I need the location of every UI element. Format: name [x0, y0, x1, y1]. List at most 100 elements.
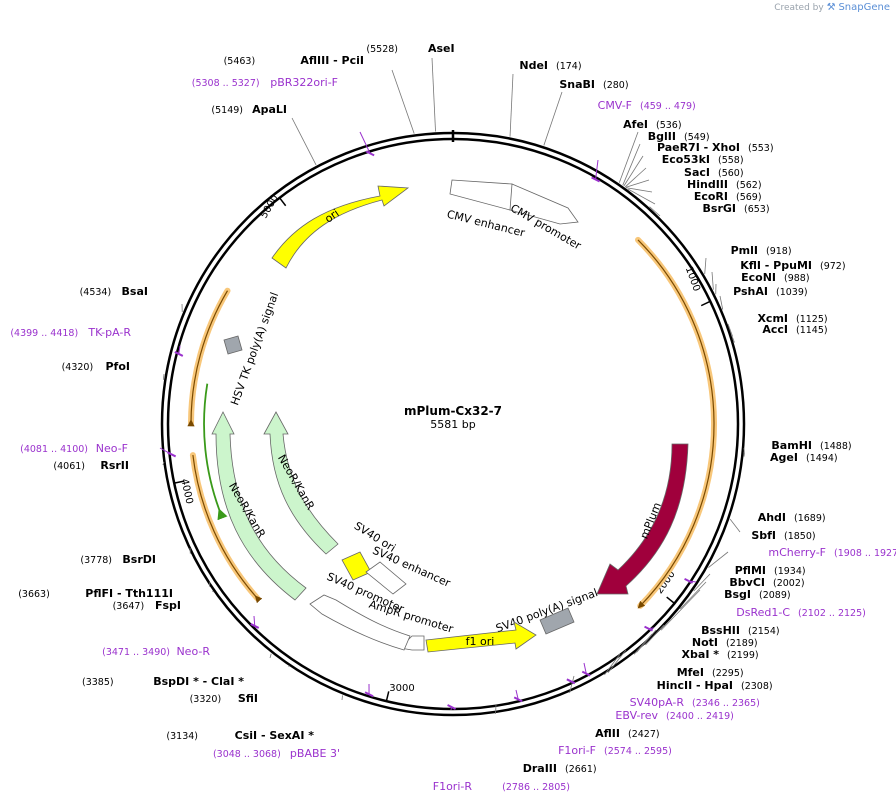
feature-shape — [399, 635, 425, 651]
primer-cmv-f[interactable]: CMV-F(459 .. 479) — [591, 99, 696, 183]
site-saci[interactable]: SacI(560) — [625, 166, 744, 188]
site-bsgi[interactable]: BsgI(2089) — [660, 588, 791, 631]
site-bsrdi[interactable]: (3778)BsrDI — [80, 547, 191, 566]
primer-mark — [644, 625, 653, 632]
site-name: ApaLI — [252, 103, 287, 116]
site-bsai[interactable]: (4534)BsaI — [80, 285, 183, 313]
site-position: (2308) — [741, 681, 773, 692]
site-csii-sexai-[interactable]: (3134)CsiI - SexAI * — [166, 695, 343, 742]
primer-ebv-rev[interactable]: EBV-rev(2400 .. 2419) — [566, 678, 734, 722]
site-hindiii[interactable]: HindIII(562) — [626, 178, 762, 193]
site-pmli[interactable]: PmlI(918) — [704, 244, 792, 275]
site-draiii[interactable]: DraIII(2661) — [495, 704, 597, 775]
site-position: (4534) — [80, 287, 112, 298]
site-pfoi[interactable]: (4320)PfoI — [62, 360, 165, 380]
site-leader — [626, 187, 653, 193]
site-name: RsrII — [100, 459, 129, 472]
tick-label: 5000 — [259, 193, 281, 221]
feature-shape — [223, 335, 243, 355]
primer-position: (4399 .. 4418) — [10, 328, 78, 339]
site-leader — [618, 131, 639, 183]
site-pflmi[interactable]: PflMI(1934) — [693, 564, 806, 592]
site-bglii[interactable]: BglII(549) — [622, 130, 710, 186]
primer-tk-pa-r[interactable]: (4399 .. 4418)TK-pA-R — [10, 326, 184, 357]
site-position: (1494) — [806, 453, 838, 464]
primer-neo-f[interactable]: (4081 .. 4100)Neo-F — [20, 442, 177, 458]
site-paer7i-xhoi[interactable]: PaeR7I - XhoI(553) — [623, 141, 774, 187]
site-hincii-hpai[interactable]: HincII - HpaI(2308) — [604, 653, 773, 692]
site-sbfi[interactable]: SbfI(1850) — [708, 529, 816, 568]
site-ahdi[interactable]: AhdI(1689) — [729, 511, 826, 533]
site-bspdi-clai-[interactable]: (3385)BspDI * - ClaI * — [82, 653, 272, 688]
site-rsrii[interactable]: (4061) RsrII — [53, 459, 165, 472]
site-leader — [607, 649, 627, 673]
site-position: (1145) — [796, 325, 828, 336]
site-leader — [727, 323, 733, 337]
site-position: (553) — [748, 143, 774, 154]
primer-dsred1-c[interactable]: DsRed1-C(2102 .. 2125) — [644, 606, 866, 632]
primer-f1ori-f[interactable]: F1ori-F (2574 .. 2595) — [513, 689, 672, 757]
site-ndei[interactable]: NdeI(174) — [509, 59, 582, 137]
site-position: (174) — [556, 61, 582, 72]
orf-arc-left-upper — [188, 287, 231, 426]
site-bsrgi[interactable]: BsrGI(653) — [649, 202, 770, 217]
site-mfei[interactable]: MfeI(2295) — [607, 649, 744, 679]
primer-sv40pa-r[interactable]: SV40pA-R(2346 .. 2365) — [581, 662, 760, 709]
site-noti[interactable]: NotI(2189) — [636, 629, 758, 653]
site-pflfi-tth111i[interactable]: (3663)PflFI - Tth111I — [18, 581, 211, 600]
site-position: (1125) — [796, 314, 828, 325]
site-pshai[interactable]: PshAI(1039) — [719, 285, 808, 310]
site-xcmi[interactable]: XcmI(1125) — [727, 312, 828, 337]
site-bbvci[interactable]: BbvCI(2002) — [679, 576, 805, 610]
site-position: (3778) — [80, 555, 112, 566]
feature-ori: ori — [271, 185, 410, 269]
site-sfii[interactable]: (3320)SfiI — [190, 665, 291, 705]
orf-arc-left-lower-line — [192, 455, 263, 604]
site-acci[interactable]: AccI(1145) — [731, 323, 828, 343]
site-aflii[interactable]: AflII(2427) — [569, 675, 660, 740]
primer-mark — [684, 577, 694, 584]
site-position: (3663) — [18, 589, 50, 600]
site-leader — [162, 373, 165, 380]
site-leader — [660, 589, 701, 631]
site-afliii-pcii[interactable]: (5463)AflIII - PciI — [224, 54, 415, 134]
site-fspi[interactable]: (3647)FspI — [113, 590, 215, 612]
primer-position: (4081 .. 4100) — [20, 444, 88, 455]
primer-name: F1ori-F — [558, 744, 596, 757]
primer-leader — [359, 131, 371, 154]
site-leader — [624, 167, 647, 188]
site-eco53ki[interactable]: Eco53kI(558) — [624, 153, 744, 188]
site-kfli-ppumi[interactable]: KflI - PpuMI(972) — [711, 259, 846, 290]
site-xbai-[interactable]: XbaI *(2199) — [633, 633, 759, 661]
tick-label: 4000 — [178, 478, 194, 505]
primer-f1ori-r[interactable]: (2786 .. 2805)F1ori-R — [433, 704, 570, 793]
site-econi[interactable]: EcoNI(988) — [715, 271, 810, 295]
site-position: (560) — [718, 168, 744, 179]
site-leader — [693, 573, 711, 592]
site-name: AfeI — [623, 118, 648, 131]
primer-mark — [447, 704, 457, 710]
site-agei[interactable]: AgeI(1494) — [743, 451, 838, 464]
orf-layer — [187, 236, 717, 609]
primer-pbr322ori-f[interactable]: (5308 .. 5327)pBR322ori-F — [192, 76, 375, 157]
site-leader — [623, 155, 644, 187]
site-leader — [719, 295, 724, 310]
site-leader — [708, 551, 729, 568]
site-bsshii[interactable]: BssHII(2154) — [645, 624, 780, 646]
site-ecori[interactable]: EcoRI(569) — [627, 188, 762, 205]
feature-neor-kanr: NeoR/KanR — [263, 411, 339, 555]
site-apali[interactable]: (5149)ApaLI — [211, 103, 317, 166]
site-snabi[interactable]: SnaBI(280) — [543, 78, 629, 146]
site-afei[interactable]: AfeI(536) — [618, 118, 682, 183]
site-asei[interactable]: (5528)AseI — [366, 42, 455, 132]
primer-leader — [595, 159, 599, 180]
primer-mcherry-f[interactable]: mCherry-F(1908 .. 1927) — [684, 546, 896, 584]
site-leader — [543, 91, 563, 146]
site-position: (4061) — [53, 461, 85, 472]
feature-shape — [341, 551, 372, 581]
primer-pbabe-3-[interactable]: (3048 .. 3068)pBABE 3' — [213, 683, 374, 760]
primer-position: (2574 .. 2595) — [604, 746, 672, 757]
primer-neo-r[interactable]: (3471 .. 3490)Neo-R — [102, 615, 260, 658]
primer-position: (2102 .. 2125) — [798, 608, 866, 619]
